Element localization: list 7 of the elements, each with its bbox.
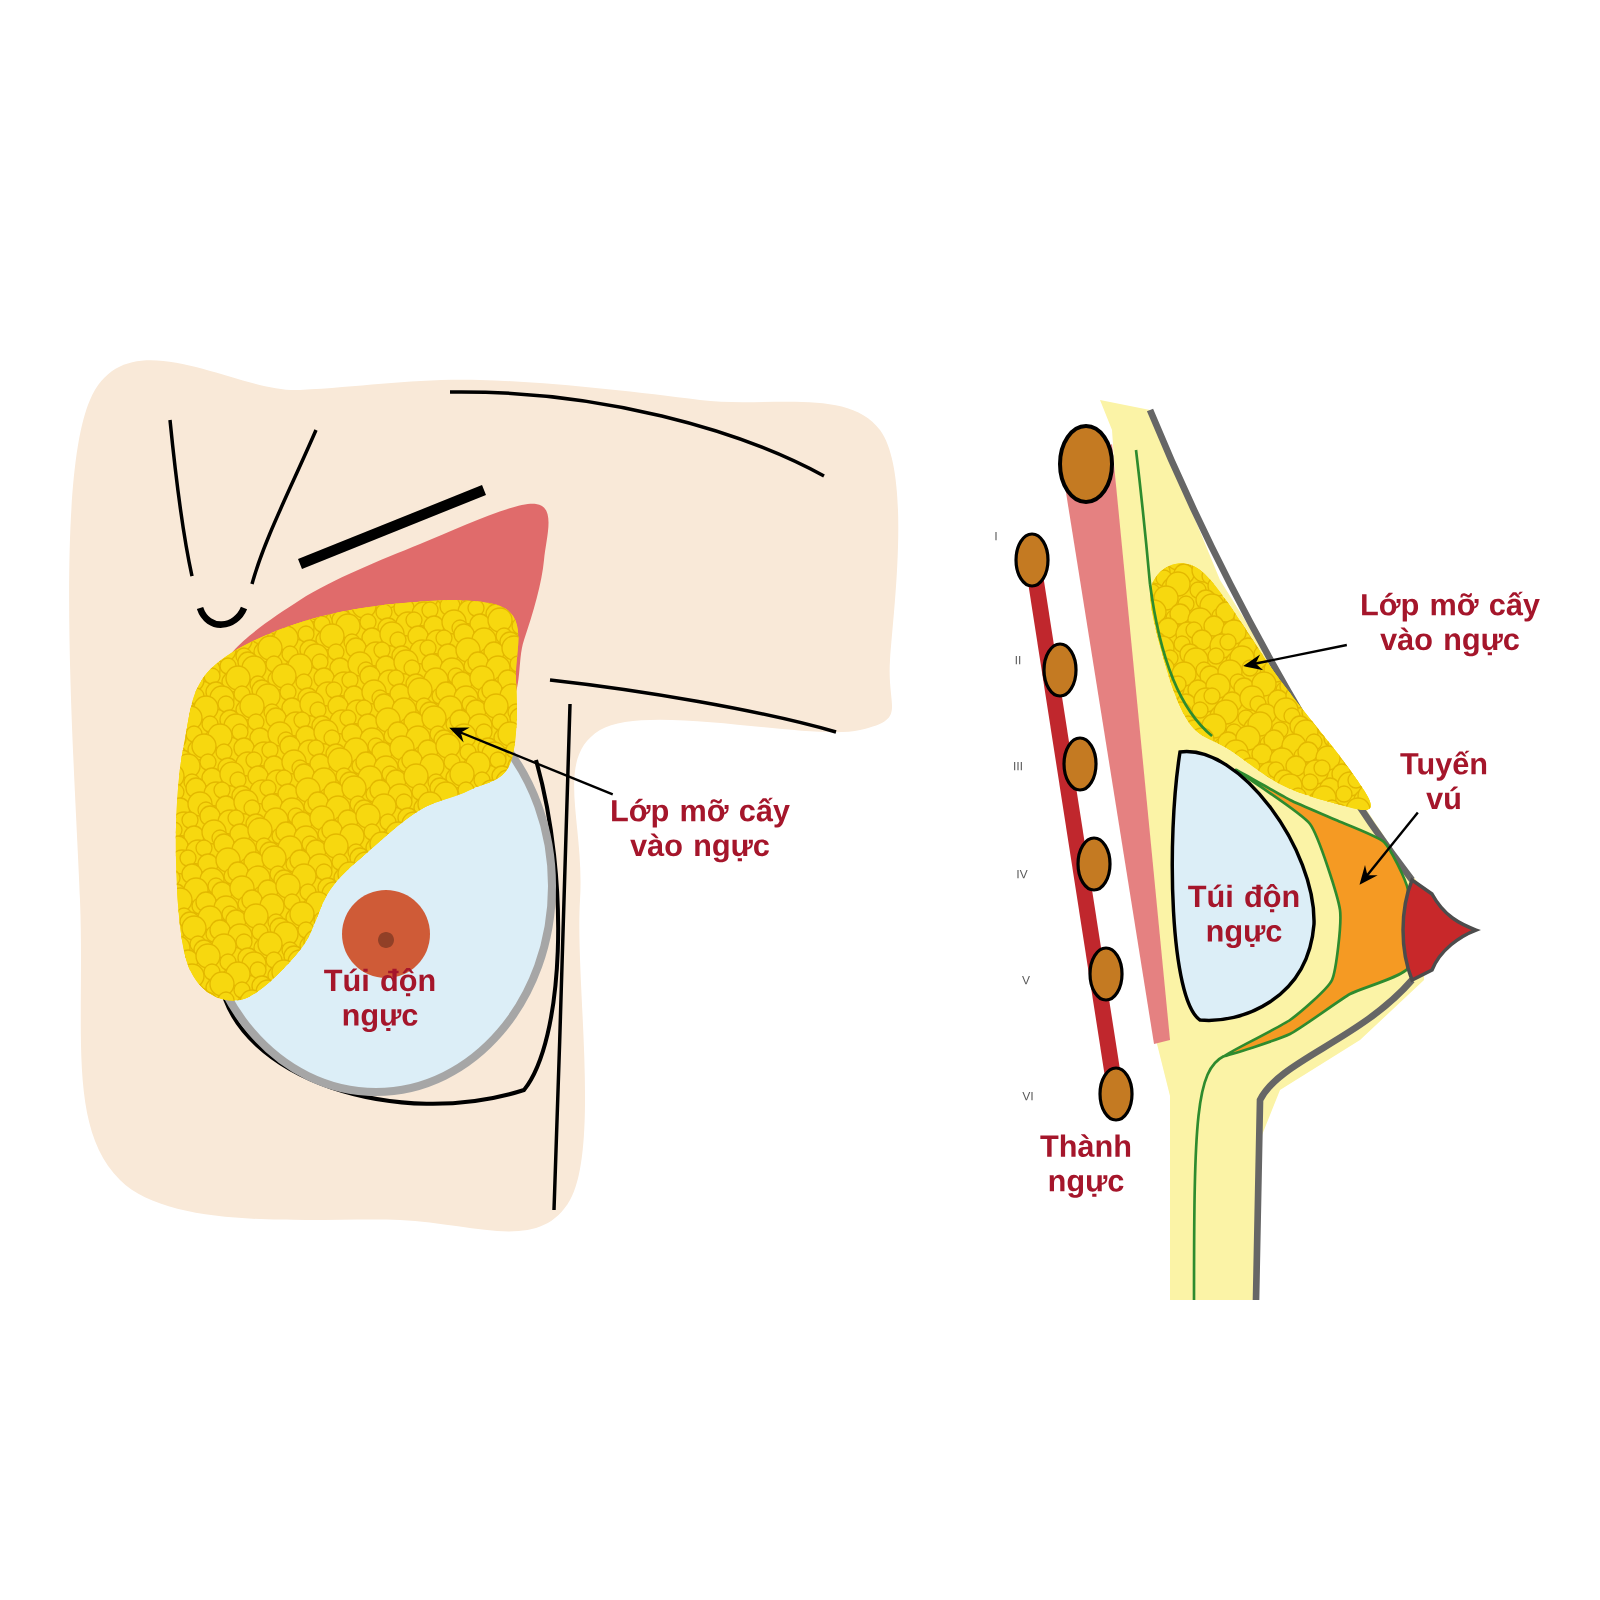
caption-text: Lớp mỡ cấy vào ngực — [1362, 591, 1540, 657]
caption-text: Túi độn ngực — [1188, 884, 1299, 949]
caption-text: Tuyến vú — [1400, 750, 1487, 810]
fat-layer-drawing — [175, 600, 519, 1001]
caption-text: Thành ngực — [1040, 1134, 1131, 1198]
caption-text: Túi độn ngực — [324, 968, 435, 1033]
caption-text: Lớp mỡ cấy vào ngực — [612, 797, 790, 863]
